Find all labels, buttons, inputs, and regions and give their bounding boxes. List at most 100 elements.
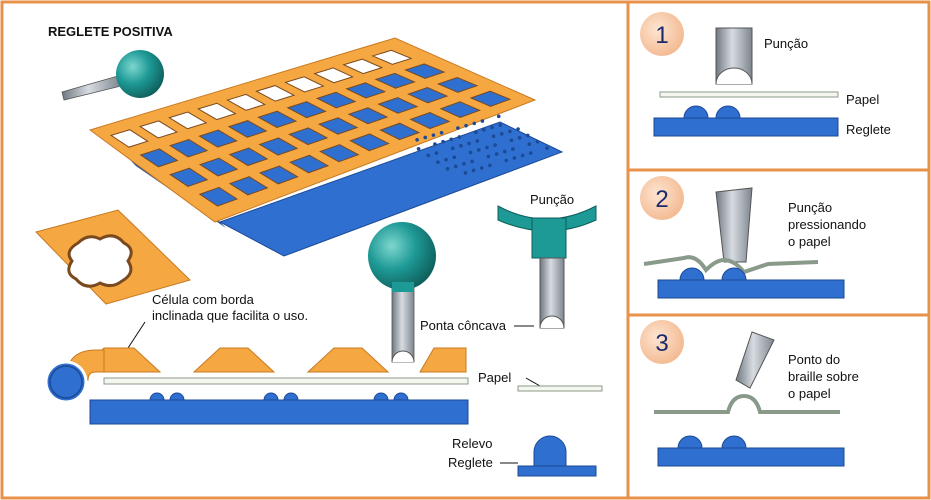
relevo-sample [517, 435, 597, 477]
slate-cell-window [198, 186, 239, 207]
step-3-line-1: Ponto do [788, 352, 840, 367]
stylus-illustration [61, 50, 164, 101]
braille-dot [472, 121, 477, 126]
braille-dot [457, 135, 462, 139]
diagram-title: REGLETE POSITIVA [48, 24, 173, 39]
slate-cell-window [345, 82, 387, 99]
step-2-line-1: Punção [788, 200, 832, 215]
braille-dot [491, 134, 496, 139]
braille-dot [527, 142, 532, 146]
braille-dot [479, 166, 484, 170]
slate-illustration [88, 37, 564, 257]
stylus-detail [497, 205, 597, 329]
slate-cell-window [257, 110, 298, 129]
braille-dot [516, 127, 520, 131]
braille-dot [499, 132, 504, 136]
braille-dot [504, 158, 509, 163]
cross-section-paper [103, 377, 469, 385]
slate-cell-window [404, 63, 446, 79]
braille-dot [475, 139, 480, 143]
slate-cell-window [288, 127, 329, 146]
slate-cell-window [109, 129, 149, 148]
slate-cell-window [139, 120, 179, 139]
braille-dot [468, 150, 473, 155]
step-3-badge [640, 320, 684, 364]
braille-dot [441, 139, 445, 144]
step-2-badge [640, 176, 684, 220]
braille-dot [482, 128, 486, 132]
cross-section-orange-cell-2 [192, 347, 276, 373]
step-3-panel: 3 Ponto do braille sobre o papel [640, 320, 859, 467]
braille-dot [462, 162, 466, 166]
braille-dot [426, 153, 431, 158]
braille-dot [494, 152, 499, 156]
cross-section-orange-cell-3 [306, 347, 390, 373]
braille-dot [498, 123, 503, 127]
braille-dot [496, 114, 501, 119]
slate-cell-window [371, 49, 413, 65]
slate-cell-window [286, 101, 327, 119]
braille-dot [434, 151, 439, 155]
step-1-papel: Papel [846, 92, 879, 107]
braille-dot [508, 129, 512, 134]
papel-sample [517, 385, 603, 392]
braille-dot [509, 138, 514, 143]
braille-dot [439, 130, 444, 135]
slate-blue-base [218, 121, 564, 257]
slate-cell-window [197, 102, 237, 121]
slate-cells [109, 49, 512, 207]
step-2-number: 2 [655, 186, 668, 213]
braille-dot [511, 147, 515, 151]
step-2-line-3: o papel [788, 234, 831, 249]
braille-dot [480, 119, 485, 123]
slate-cell-window [409, 111, 451, 130]
cross-section-bumps [149, 392, 409, 401]
braille-dot [464, 123, 468, 128]
braille-dot [445, 166, 450, 171]
slate-cell-window [255, 85, 296, 102]
celula-label-line1: Célula com borda [152, 292, 255, 307]
step-1-number: 1 [655, 22, 668, 49]
celula-pointer [127, 321, 146, 349]
braille-dot [512, 156, 517, 160]
reglete-label: Reglete [448, 455, 493, 470]
slate-cell-window [288, 154, 330, 174]
cross-section-hinge-pin [44, 360, 88, 404]
braille-dot [473, 130, 478, 134]
step-1-paper [659, 91, 839, 98]
braille-dot [459, 144, 463, 148]
slate-cell-window [313, 67, 354, 84]
braille-dot [493, 143, 497, 147]
braille-dot [416, 147, 421, 151]
slate-cell-window [228, 147, 269, 167]
slate-cell-window [319, 144, 360, 163]
braille-dot [470, 159, 474, 164]
braille-dot [488, 163, 492, 168]
slate-cell-window [349, 133, 390, 152]
braille-dot [450, 146, 455, 151]
braille-dot [525, 133, 530, 138]
braille-dot [471, 168, 476, 173]
slate-cell-window [226, 93, 267, 111]
braille-dot [453, 164, 458, 169]
braille-dot [502, 149, 507, 154]
step-1-badge [640, 12, 684, 56]
slate-cell-window [139, 148, 179, 168]
slate-cell-window [258, 165, 299, 185]
step-3-number: 3 [655, 330, 668, 357]
braille-dot [486, 154, 491, 159]
step-3-line-3: o papel [788, 386, 831, 401]
slate-cell-window [198, 129, 238, 148]
braille-dot [444, 157, 448, 162]
braille-dot [456, 126, 460, 130]
papel-pointer [525, 377, 541, 387]
braille-dot [436, 160, 440, 164]
step-2-line-2: pressionando [788, 217, 866, 232]
slate-cell-window [169, 167, 209, 187]
slate-cell-window [227, 120, 268, 138]
braille-dot [476, 148, 481, 152]
braille-dot [467, 141, 471, 146]
slate-cell-window [439, 101, 481, 118]
